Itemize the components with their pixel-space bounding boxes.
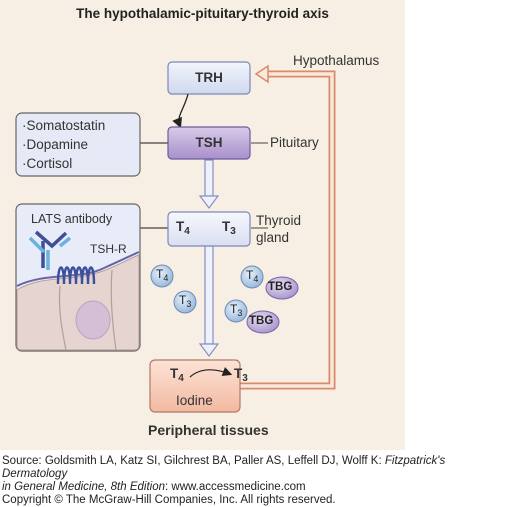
trh-to-tsh-arrow (172, 93, 189, 129)
feedback-arrowhead (254, 64, 269, 84)
conversion-arrow (189, 366, 233, 378)
free-t3-molecule (173, 290, 197, 314)
trh-box (167, 61, 251, 95)
thyroid-box (167, 211, 251, 247)
thyroid-to-peripheral-arrow (198, 245, 220, 357)
lats-label: LATS antibody (31, 212, 113, 226)
peripheral-box (149, 359, 241, 413)
thyroid-cell-inset (15, 203, 141, 352)
thyroid-t3: T3 (222, 219, 236, 237)
tsh-to-thyroid-arrow (198, 159, 220, 209)
tbg-carrier-2 (246, 310, 280, 334)
iodine-label: Iodine (176, 393, 213, 408)
peripheral-t3: T3 (234, 366, 248, 384)
tbg-label-1: TBG (268, 281, 293, 293)
tbg-label-2: TBG (249, 315, 274, 327)
hypothalamus-label: Hypothalamus (293, 53, 380, 68)
free-t4-label: T4 (156, 267, 169, 283)
feedback-loop (240, 64, 336, 390)
bound-t4-label: T4 (246, 268, 259, 284)
thyroid-t4: T4 (176, 219, 190, 237)
tsh-receptor (56, 266, 96, 285)
figure-title: The hypothalamic-pituitary-thyroid axis (76, 6, 329, 21)
copyright-notice: Copyright © The McGraw-Hill Companies, I… (2, 494, 336, 506)
tsh-label: TSH (195, 135, 223, 150)
tbg-carrier-1 (265, 276, 299, 300)
thyroid-label-1: Thyroid (256, 213, 302, 228)
pituitary-label: Pituitary (270, 135, 319, 150)
inhibitor-1: ·Somatostatin (22, 118, 106, 133)
tshr-label: TSH-R (90, 242, 127, 256)
inhibitor-2: ·Dopamine (22, 137, 89, 152)
inhibitor-box (15, 112, 141, 177)
free-t4-molecule (150, 264, 174, 288)
peripheral-t4: T4 (170, 366, 184, 384)
tsh-box (167, 126, 251, 160)
cell-nucleus (75, 300, 111, 340)
peripheral-label: Peripheral tissues (148, 422, 269, 438)
thyroid-label-2: gland (256, 230, 290, 245)
trh-label: TRH (195, 70, 223, 85)
source-citation: Source: Goldsmith LA, Katz SI, Gilchrest… (2, 455, 446, 493)
bound-t4-molecule (240, 265, 264, 289)
free-t3-label: T3 (179, 293, 192, 309)
inhibitor-3: ·Cortisol (22, 156, 73, 171)
bound-t3-molecule (224, 299, 248, 323)
lats-antibody-shape (28, 230, 72, 270)
bound-t3-label: T3 (230, 302, 243, 318)
